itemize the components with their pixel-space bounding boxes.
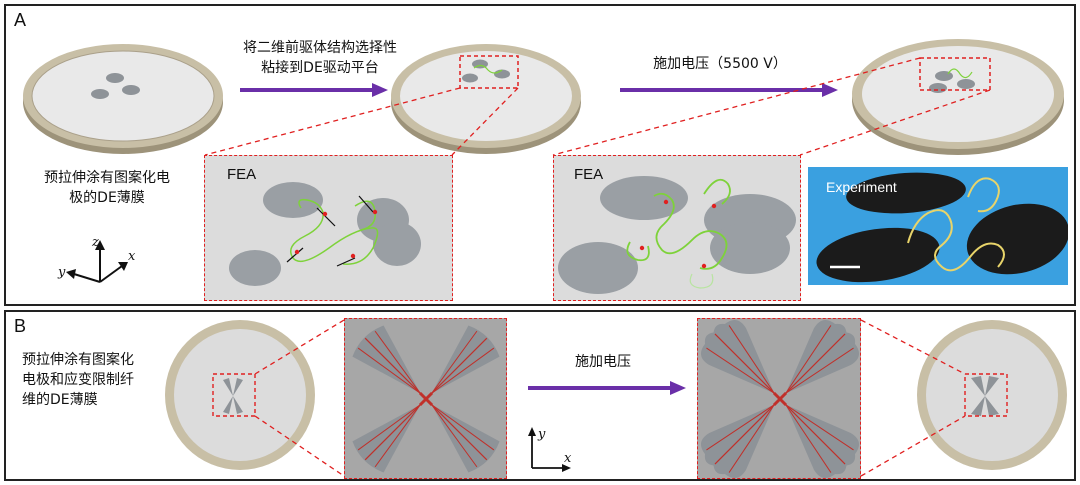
axis-y-label: y	[57, 265, 66, 280]
axis-y-label-b: y	[537, 427, 546, 442]
de-platform-bonded	[391, 44, 581, 154]
panel-b-letter: B	[14, 316, 27, 336]
fea-label-actuated: FEA	[574, 166, 604, 183]
membrane-caption-b-line1: 预拉伸涂有图案化	[22, 352, 134, 368]
zoom-box-marker	[964, 373, 1008, 417]
pattern-zoom-actuated	[697, 318, 861, 479]
de-platform-actuated	[852, 39, 1064, 155]
pattern-zoom-initial	[344, 318, 507, 479]
de-disk-actuated	[917, 320, 1067, 470]
step1-caption-line2: 粘接到DE驱动平台	[261, 60, 379, 76]
axis-x-label: x	[128, 249, 136, 264]
ribbon-structure	[947, 68, 973, 79]
fea-label-initial: FEA	[227, 166, 257, 183]
fiber-pattern-initial	[352, 325, 500, 473]
coordinate-axes-b: y x	[528, 427, 572, 472]
fiber-pattern-actuated	[701, 320, 859, 478]
zoom-box-marker	[212, 373, 256, 417]
fea-initial-drawing	[229, 182, 421, 286]
zoom-box-marker	[459, 55, 519, 89]
fea-zoom-actuated: FEA	[553, 155, 801, 301]
axis-z-label: z	[91, 235, 99, 250]
panel-a-letter: A	[14, 10, 27, 30]
zoom-box-marker	[919, 57, 991, 91]
membrane-caption-b: 预拉伸涂有图案化 电极和应变限制纤 维的DE薄膜	[22, 350, 172, 410]
electrode-pad	[462, 73, 478, 83]
electrode-pad	[957, 79, 975, 89]
fiber-pattern-small	[223, 378, 243, 414]
membrane-caption-a: 预拉伸涂有图案化电 极的DE薄膜	[22, 168, 192, 208]
step2-caption: 施加电压（5500 V）	[653, 56, 787, 72]
ribbon-structure	[473, 64, 503, 74]
fiber-pattern-small	[971, 376, 999, 416]
experiment-photo: Experiment	[808, 167, 1068, 285]
electrode-pad	[91, 89, 109, 99]
electrode-pad	[122, 85, 140, 95]
fea-zoom-initial: FEA	[204, 155, 453, 301]
de-platform-initial	[23, 44, 223, 154]
fea-actuated-drawing	[558, 176, 796, 294]
membrane-caption-b-line3: 维的DE薄膜	[22, 392, 98, 408]
step-caption-b: 施加电压	[575, 354, 631, 370]
step1-caption-line1: 将二维前驱体结构选择性	[243, 40, 397, 56]
experiment-label: Experiment	[826, 179, 897, 195]
electrode-pad	[106, 73, 124, 83]
process-arrow-1	[240, 83, 388, 97]
membrane-caption-a-line1: 预拉伸涂有图案化电	[44, 170, 170, 186]
axis-x-label-b: x	[564, 451, 572, 466]
coordinate-axes-a: z y x	[57, 235, 136, 283]
experiment-drawing	[808, 167, 1068, 285]
membrane-caption-b-line2: 电极和应变限制纤	[22, 372, 134, 388]
process-arrow-2	[620, 83, 838, 97]
step1-caption: 将二维前驱体结构选择性 粘接到DE驱动平台	[222, 38, 418, 78]
membrane-caption-a-line2: 极的DE薄膜	[69, 190, 145, 206]
process-arrow-b	[528, 381, 686, 395]
